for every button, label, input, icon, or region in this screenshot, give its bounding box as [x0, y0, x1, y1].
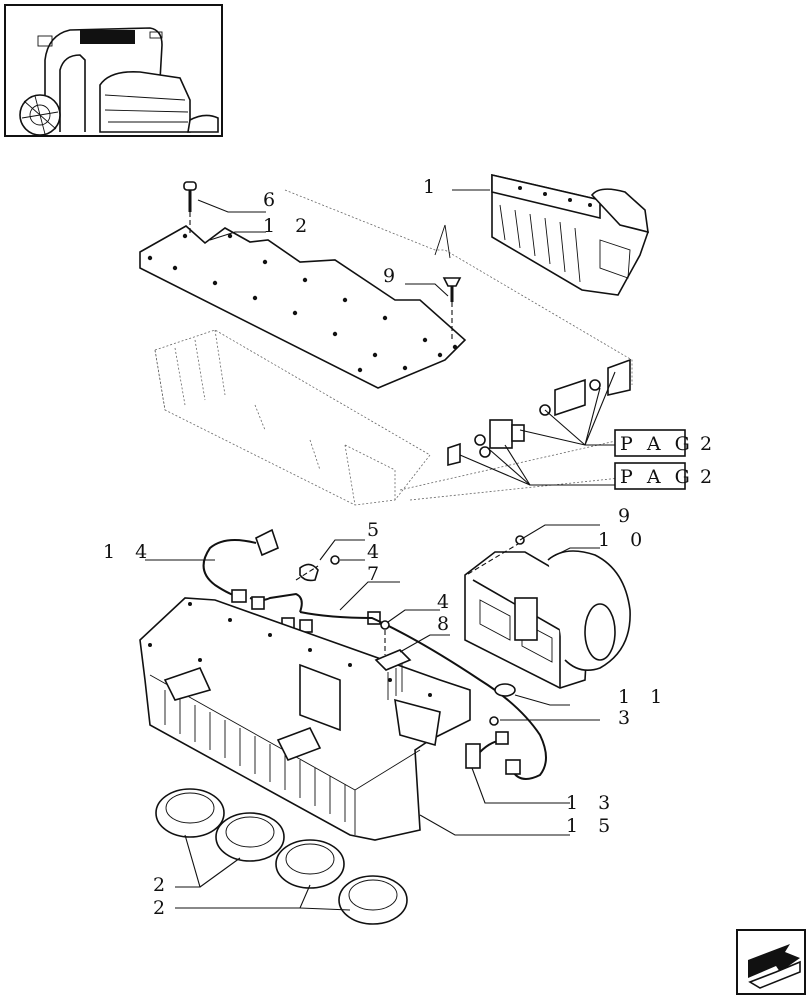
callout-3: 3: [618, 707, 637, 729]
heater-housing-part-15: [139, 597, 471, 841]
screw-part-6: [183, 181, 197, 236]
callout-12: 1 2: [263, 215, 314, 237]
page-ref-number: 2: [700, 466, 716, 488]
page-ref-label: P A G: [620, 433, 694, 455]
page-ref-label: P A G: [620, 466, 694, 488]
bracket-part-8: [374, 649, 412, 700]
callout-2-upper: 2: [153, 874, 172, 896]
screw-part-3: [489, 716, 499, 726]
callout-2-lower: 2: [153, 897, 172, 919]
callout-8: 8: [437, 613, 456, 635]
resistor-part-13: [465, 731, 509, 769]
callout-6: 6: [263, 189, 282, 211]
callout-4: 4: [367, 541, 386, 563]
callout-13: 1 3: [566, 792, 617, 814]
callout-11: 1 1: [618, 686, 669, 708]
callout-5: 5: [367, 519, 386, 541]
heater-assembly-part-1: [491, 173, 649, 296]
callout-4-middle: 4: [437, 591, 456, 613]
seal-rings-part-2: [155, 788, 408, 925]
valve-fittings: [447, 358, 631, 467]
clip-part-5: [295, 563, 319, 582]
callout-1: 1: [423, 176, 442, 198]
callout-9: 9: [383, 265, 402, 287]
next-page-arrow-icon[interactable]: [736, 929, 806, 995]
screw-part-9-top: [442, 277, 462, 340]
heater-core-ghost: [154, 189, 633, 506]
callout-7: 7: [367, 563, 386, 585]
blower-part-10: [464, 535, 631, 689]
callout-14: 1 4: [103, 541, 154, 563]
page-reference-1[interactable]: P A G 2: [614, 429, 716, 457]
page-ref-number: 2: [700, 433, 716, 455]
clamp-part-11: [494, 683, 516, 697]
callout-9-lower: 9: [618, 505, 637, 527]
screw-part-4-middle: [380, 620, 390, 655]
tractor-cab-thumbnail-icon: [4, 4, 223, 137]
screw-part-4-top: [330, 555, 340, 565]
cover-plate-part-12: [139, 225, 467, 389]
callout-15: 1 5: [566, 815, 617, 837]
page-reference-2[interactable]: P A G 2: [614, 462, 716, 490]
callout-10: 1 0: [598, 529, 649, 551]
